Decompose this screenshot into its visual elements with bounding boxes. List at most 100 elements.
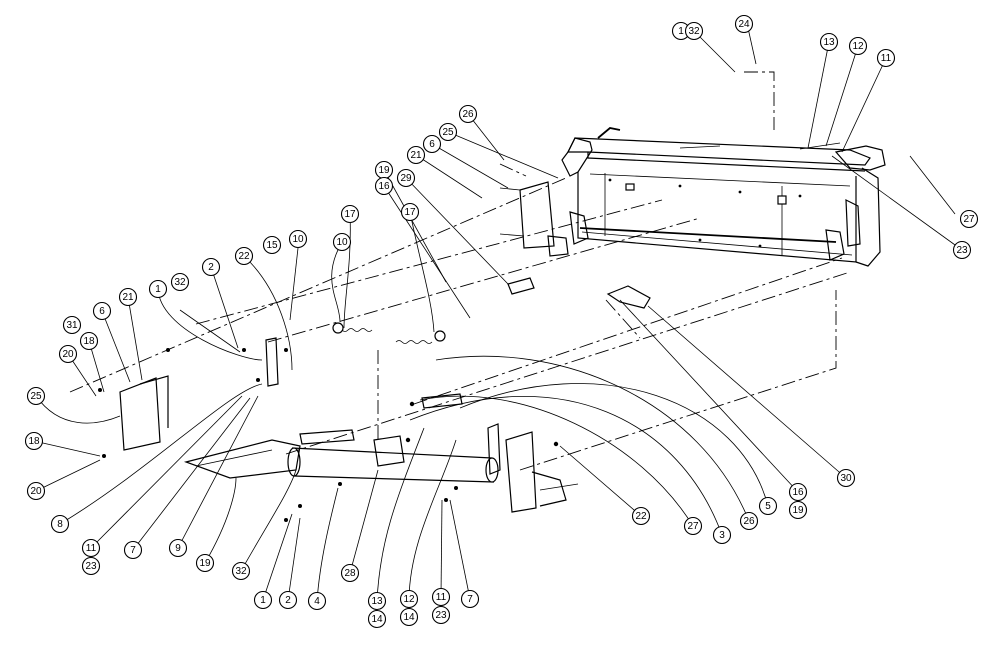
callout-23-bot: 23 — [431, 605, 451, 625]
callout-10-b: 10 — [332, 232, 352, 252]
callout-12-top: 12 — [848, 36, 868, 56]
callout-number: 23 — [85, 561, 97, 572]
callout-30: 30 — [836, 468, 856, 488]
callout-number: 11 — [881, 53, 892, 64]
callout-25-left: 25 — [26, 386, 46, 406]
callout-number: 23 — [435, 610, 447, 621]
callout-number: 20 — [30, 486, 42, 497]
callout-number: 11 — [86, 543, 97, 554]
callout-20-a: 20 — [58, 344, 78, 364]
callout-circle — [50, 514, 70, 534]
callout-number: 1 — [678, 26, 684, 37]
callout-18-b: 18 — [24, 431, 44, 451]
callout-number: 16 — [792, 487, 804, 498]
callout-number: 9 — [175, 543, 181, 554]
callout-number: 26 — [462, 109, 474, 120]
callout-number: 4 — [314, 596, 320, 607]
callout-32-bot: 32 — [231, 561, 251, 581]
callout-15: 15 — [262, 235, 282, 255]
callout-25-top: 25 — [438, 122, 458, 142]
callout-12-bot: 12 — [399, 589, 419, 609]
callout-24: 24 — [734, 14, 754, 34]
callout-circle — [123, 540, 143, 560]
callout-circle — [399, 589, 419, 609]
callout-22-bot: 22 — [631, 506, 651, 526]
callout-number: 25 — [30, 391, 42, 402]
callout-circle — [683, 516, 703, 536]
callout-circle — [340, 563, 360, 583]
callout-circle — [288, 229, 308, 249]
callout-circle — [262, 235, 282, 255]
callout-number: 8 — [57, 519, 63, 530]
callout-27-bot: 27 — [683, 516, 703, 536]
callout-number: 32 — [174, 277, 186, 288]
callout-number: 18 — [83, 336, 95, 347]
callout-16-bot: 16 — [788, 482, 808, 502]
callout-21-top: 21 — [406, 145, 426, 165]
callout-circle — [734, 14, 754, 34]
callout-number: 29 — [400, 173, 412, 184]
callout-7-left: 7 — [123, 540, 143, 560]
callout-number: 17 — [404, 207, 416, 218]
centerlines — [69, 71, 851, 471]
callout-number: 14 — [371, 614, 383, 625]
callout-circle — [460, 589, 480, 609]
callout-11-bot: 11 — [431, 587, 451, 607]
callout-number: 21 — [410, 150, 422, 161]
callout-number: 14 — [403, 612, 415, 623]
callout-number: 3 — [719, 530, 725, 541]
callout-circle — [758, 496, 778, 516]
lower-axle-assembly — [98, 322, 579, 522]
callout-1-bot: 1 — [253, 590, 273, 610]
callout-circle — [848, 36, 868, 56]
callout-number: 2 — [285, 595, 291, 606]
callout-19-bot: 19 — [195, 553, 215, 573]
callout-23-left: 23 — [81, 556, 101, 576]
callout-circle — [952, 240, 972, 260]
leader-lines — [33, 27, 963, 602]
callout-circle — [26, 481, 46, 501]
callout-number: 27 — [687, 521, 699, 532]
part-29 — [507, 277, 535, 295]
callout-26-bot: 26 — [739, 511, 759, 531]
callout-number: 1 — [155, 284, 161, 295]
callout-number: 12 — [852, 41, 864, 52]
callout-number: 5 — [765, 501, 771, 512]
callout-26-top: 26 — [458, 104, 478, 124]
callout-number: 26 — [743, 516, 755, 527]
callout-circle — [92, 301, 112, 321]
callout-circle — [253, 590, 273, 610]
callout-number: 25 — [442, 127, 454, 138]
callout-circle — [406, 145, 426, 165]
callout-number: 19 — [378, 165, 390, 176]
callout-circle — [231, 561, 251, 581]
callout-circle — [396, 168, 416, 188]
callout-circle — [170, 272, 190, 292]
main-frame — [499, 127, 886, 267]
callout-number: 22 — [238, 251, 250, 262]
callout-circle — [367, 609, 387, 629]
callout-number: 19 — [792, 505, 804, 516]
callout-number: 18 — [28, 436, 40, 447]
callout-number: 2 — [208, 262, 214, 273]
callout-circle — [118, 287, 138, 307]
callout-29: 29 — [396, 168, 416, 188]
callout-number: 6 — [429, 139, 435, 150]
callout-number: 20 — [62, 349, 74, 360]
callout-19-top: 19 — [374, 160, 394, 180]
callout-number: 12 — [403, 594, 415, 605]
callout-circle — [458, 104, 478, 124]
callout-number: 24 — [738, 19, 750, 30]
callout-1-mid: 1 — [148, 279, 168, 299]
callout-number: 22 — [635, 511, 647, 522]
callout-21-left: 21 — [118, 287, 138, 307]
callout-number: 10 — [292, 234, 304, 245]
callout-number: 31 — [66, 320, 78, 331]
callout-circle — [195, 553, 215, 573]
callout-number: 13 — [823, 37, 835, 48]
callout-number: 6 — [99, 306, 105, 317]
callout-circle — [62, 315, 82, 335]
callout-6-top: 6 — [422, 134, 442, 154]
